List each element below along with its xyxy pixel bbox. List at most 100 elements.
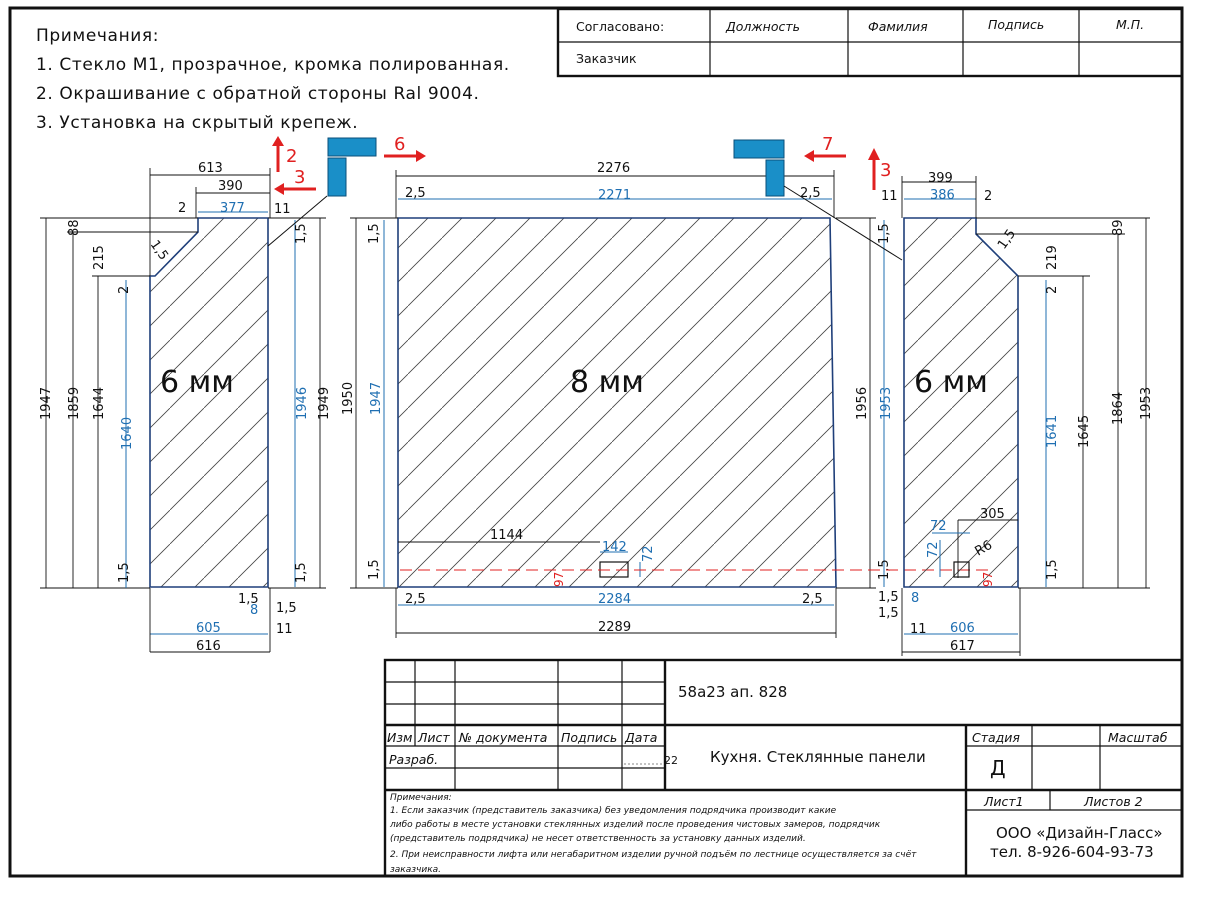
remarks-title: Примечания: — [390, 793, 452, 803]
stage-label: Стадия — [972, 730, 1020, 745]
dimension-label-dims-left-h88: 88 — [67, 219, 82, 236]
dimension-label-dims-left-w390: 390 — [218, 179, 243, 194]
dimension-label-dims-right-w606: 606 — [950, 621, 975, 636]
dimension-label-dims-right-h219: 219 — [1045, 245, 1060, 270]
clip-horizontal-right-icon — [733, 139, 785, 159]
right-hinge-cutout — [953, 561, 970, 578]
dimension-label-dims-right-bb1-5b: 1,5 — [878, 606, 899, 621]
dimension-label-dims-right-d72a: 72 — [930, 519, 947, 534]
center-panel: 8 мм 2276 2271 2,5 2,5 1950 1947 1,5 1,5… — [341, 161, 990, 638]
arrow-3-left-label: 3 — [294, 167, 305, 188]
dimension-label-dims-center-h1956: 1956 — [855, 387, 870, 420]
dimension-label-dims-center-d142: 142 — [602, 540, 627, 555]
dimension-label-dims-center-l1-5a: 1,5 — [367, 223, 382, 244]
dimension-label-dims-left-r1-5b: 1,5 — [294, 562, 309, 583]
clip-horizontal-left-icon — [327, 137, 377, 157]
note-1: 1. Стекло М1, прозрачное, кромка полиров… — [36, 55, 510, 75]
dimension-label-dims-center-l1-5b: 1,5 — [367, 559, 382, 580]
dimension-label-dims-left-h1949: 1949 — [317, 387, 332, 420]
dimension-label-dims-center-w2271: 2271 — [598, 188, 631, 203]
dimension-label-dims-center-h1947: 1947 — [369, 382, 384, 415]
dimension-label-dims-left-w11: 11 — [274, 202, 291, 217]
dimension-label-dims-left-w2: 2 — [178, 201, 186, 216]
notes-block: Примечания: 1. Стекло М1, прозрачное, кр… — [36, 26, 510, 133]
dimension-label-dims-left-w613: 613 — [198, 161, 223, 176]
sheets-total: Листов 2 — [1083, 794, 1143, 809]
dimension-label-dims-center-t2-5a: 2,5 — [405, 186, 426, 201]
approval-agreed-label: Согласовано: — [576, 19, 664, 34]
dimension-label-dims-right-h89: 89 — [1111, 219, 1126, 236]
scale-label: Масштаб — [1108, 730, 1168, 745]
dimension-label-dims-center-d97b: 97 — [981, 572, 995, 587]
remark-line-3: (представитель подрядчика) не несет отве… — [390, 834, 806, 844]
arrow-3-right-label: 3 — [880, 160, 891, 181]
dimension-label-dims-right-t11: 11 — [881, 189, 898, 204]
arrow-3-left-icon — [274, 183, 316, 195]
dimension-label-dims-left-v2: 2 — [117, 286, 132, 294]
dimension-label-dims-left-b8: 8 — [250, 603, 258, 618]
right-panel: 6 мм 399 386 11 2 89 219 2 1,5 1641 1645… — [878, 171, 1154, 656]
arrow-6-label: 6 — [394, 134, 405, 155]
row-developer: Разраб. — [389, 752, 438, 767]
fixings: 2 3 6 7 3 — [267, 134, 903, 261]
dimension-label-dims-right-r6: R6 — [973, 538, 995, 560]
dimension-label-dims-left-h215: 215 — [92, 245, 107, 270]
arrow-3-right-icon — [868, 148, 880, 190]
approval-signature-header: Подпись — [988, 17, 1044, 32]
title-block: 58а23 ап. 828 Изм Лист № документа Подпи… — [383, 658, 1184, 878]
col-date: Дата — [624, 730, 657, 745]
center-panel-glass — [397, 217, 837, 588]
dimension-label-dims-right-h1645: 1645 — [1077, 415, 1092, 448]
dimension-label-dims-right-b8: 8 — [911, 591, 919, 606]
dimension-label-dims-center-d72: 72 — [641, 545, 656, 562]
project-code: 58а23 ап. 828 — [678, 683, 787, 701]
note-3: 3. Установка на скрытый крепеж. — [36, 113, 358, 133]
stage-value: Д — [990, 756, 1006, 780]
left-panel-thickness: 6 мм — [160, 365, 234, 400]
dimension-label-dims-right-h1641: 1641 — [1045, 415, 1060, 448]
dimension-label-dims-center-h1953: 1953 — [879, 387, 894, 420]
arrow-2-icon — [272, 136, 284, 172]
dimension-label-dims-left-h1946: 1946 — [295, 387, 310, 420]
dimension-label-dims-left-h1859: 1859 — [67, 387, 82, 420]
dimension-label-dims-right-h1953: 1953 — [1139, 387, 1154, 420]
dimension-label-dims-left-r1-5a: 1,5 — [294, 223, 309, 244]
dimension-label-dims-center-r1-5b: 1,5 — [877, 559, 892, 580]
approval-table: Согласовано: Должность Фамилия Подпись М… — [556, 7, 1184, 78]
left-panel-glass — [149, 217, 269, 588]
date-value: 22 — [664, 754, 678, 767]
note-2: 2. Окрашивание с обратной стороны Ral 90… — [36, 84, 480, 104]
col-doc-number: № документа — [458, 730, 547, 745]
dimension-label-dims-right-w386: 386 — [930, 188, 955, 203]
dimension-label-dims-right-t2: 2 — [984, 189, 992, 204]
dimension-label-dims-left-v1-5a: 1,5 — [117, 562, 132, 583]
dimension-label-dims-right-ch1-5: 1,5 — [995, 227, 1019, 253]
clip-vertical-left-icon — [327, 157, 347, 197]
approval-surname-header: Фамилия — [868, 19, 928, 34]
arrow-7-label: 7 — [822, 134, 833, 155]
dimension-label-dims-center-w2289: 2289 — [598, 620, 631, 635]
remark-line-4: 2. При неисправности лифта или негабарит… — [390, 850, 917, 860]
dimension-label-dims-center-w2284: 2284 — [598, 592, 631, 607]
dimension-label-dims-left-h1644: 1644 — [92, 387, 107, 420]
dimension-label-dims-right-bb1-5: 1,5 — [878, 590, 899, 605]
dimension-label-dims-left-h1947: 1947 — [39, 387, 54, 420]
dimension-label-dims-right-h1864: 1864 — [1111, 392, 1126, 425]
arrow-2-label: 2 — [286, 146, 297, 167]
col-signature: Подпись — [561, 730, 617, 745]
dimension-label-dims-right-b11: 11 — [910, 622, 927, 637]
dimension-label-dims-center-w2276: 2276 — [597, 161, 630, 176]
remark-line-5: заказчика. — [390, 865, 441, 875]
dimension-label-dims-left-b1-5: 1,5 — [238, 592, 259, 607]
sheet-number: Лист1 — [983, 794, 1024, 809]
dimension-label-dims-center-t2-5b: 2,5 — [800, 186, 821, 201]
dimension-label-dims-left-w377: 377 — [220, 201, 245, 216]
left-panel: 6 мм 613 390 377 2 11 1947 1859 1644 164… — [39, 161, 332, 654]
drawing-title: Кухня. Стеклянные панели — [710, 748, 926, 766]
remark-line-2: либо работы в месте установки стеклянных… — [389, 820, 881, 830]
dimension-label-dims-right-d72b: 72 — [926, 541, 941, 558]
dimension-label-dims-right-w617: 617 — [950, 639, 975, 654]
dimension-label-dims-center-d97a: 97 — [552, 572, 566, 587]
company-name: ООО «Дизайн-Гласс» — [996, 824, 1163, 842]
